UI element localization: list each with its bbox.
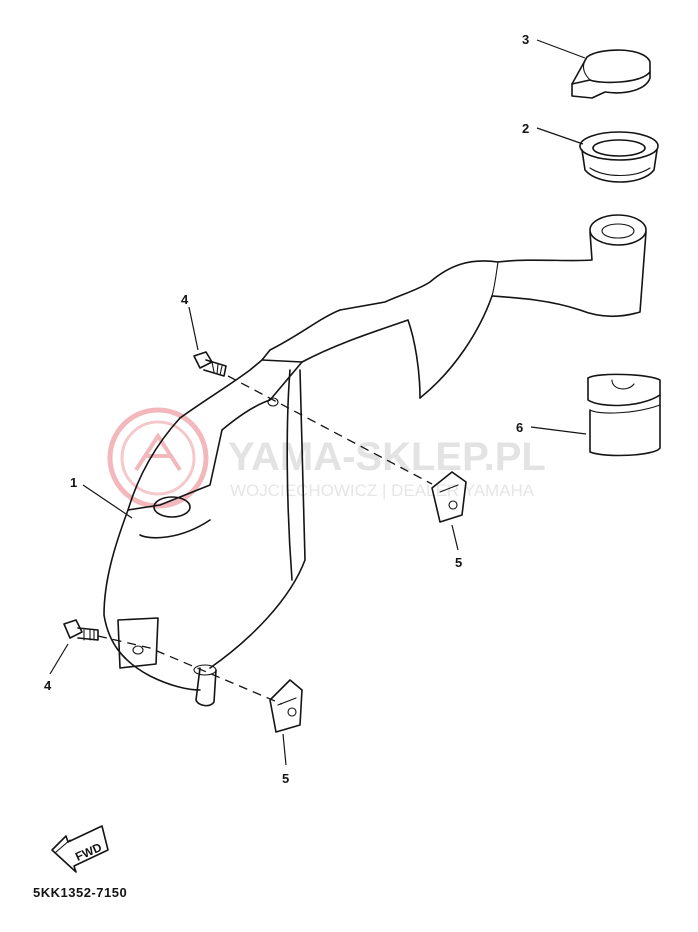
assembly-line-upper xyxy=(227,375,433,485)
callout-5-lower: 5 xyxy=(282,771,289,786)
fwd-label: FWD xyxy=(73,840,104,864)
watermark-title: YAMA-SKLEP.PL xyxy=(228,435,546,479)
callout-1: 1 xyxy=(70,475,77,490)
assembly-line-lower xyxy=(97,635,283,705)
leader-lines xyxy=(49,39,587,766)
callout-3: 3 xyxy=(522,32,529,47)
part-3-cap xyxy=(571,49,651,99)
watermark-subtitle: WOJCIECHOWICZ | DEALER YAMAHA xyxy=(230,481,535,500)
watermark: YAMA-SKLEP.PL WOJCIECHOWICZ | DEALER YAM… xyxy=(107,407,546,509)
callout-4-upper: 4 xyxy=(181,292,189,307)
callout-2: 2 xyxy=(522,121,529,136)
part-5-clip-nut-lower xyxy=(269,679,303,733)
part-number: 5KK1352-7150 xyxy=(33,885,127,900)
part-2-grommet xyxy=(579,131,659,183)
part-6-clamp xyxy=(587,373,661,457)
part-4-bolt-upper xyxy=(193,351,227,377)
callout-4-lower: 4 xyxy=(44,678,52,693)
callout-5-upper: 5 xyxy=(455,555,462,570)
part-1-fender xyxy=(103,214,647,707)
fwd-arrow-icon: FWD xyxy=(51,825,109,873)
callout-6: 6 xyxy=(516,420,523,435)
part-4-bolt-lower xyxy=(63,619,99,641)
part-5-clip-nut-upper xyxy=(431,471,467,523)
